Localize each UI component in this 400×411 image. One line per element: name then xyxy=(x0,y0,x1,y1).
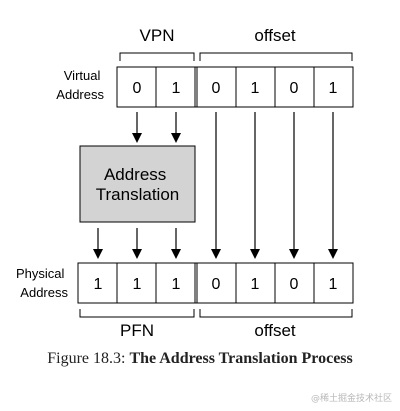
vpn-label: VPN xyxy=(140,26,175,45)
physical-bit: 1 xyxy=(251,276,260,293)
offset-top-bracket xyxy=(199,52,353,61)
offset-bottom-label: offset xyxy=(254,321,296,340)
physical-bit: 1 xyxy=(172,276,181,293)
virtual-address-row: 0 1 0 1 0 1 xyxy=(116,66,354,108)
physical-bit: 0 xyxy=(290,276,299,293)
virtual-bit: 1 xyxy=(251,80,260,97)
physical-bit: 1 xyxy=(94,276,103,293)
physical-bit: 1 xyxy=(329,276,338,293)
offset-bottom-bracket xyxy=(199,309,353,318)
virtual-address-label: Virtual Address xyxy=(56,68,104,102)
virtual-bit: 0 xyxy=(290,80,299,97)
address-translation-box xyxy=(79,145,196,223)
virtual-bit: 0 xyxy=(133,80,142,97)
virtual-bit: 1 xyxy=(172,80,181,97)
caption-title: The Address Translation Process xyxy=(129,350,353,367)
virtual-bit: 1 xyxy=(329,80,338,97)
offset-top-label: offset xyxy=(254,26,296,45)
pfn-label: PFN xyxy=(120,321,154,340)
vpn-bracket xyxy=(119,52,195,61)
physical-bit: 1 xyxy=(133,276,142,293)
physical-bit: 0 xyxy=(212,276,221,293)
address-translation-label: Address Translation xyxy=(96,165,179,204)
figure-caption: Figure 18.3: The Address Translation Pro… xyxy=(0,350,400,368)
physical-address-label: Physical Address xyxy=(16,266,69,300)
caption-prefix: Figure 18.3: xyxy=(47,350,126,367)
virtual-bit: 0 xyxy=(212,80,221,97)
physical-address-row: 1 1 1 0 1 0 1 xyxy=(77,262,354,304)
pfn-bracket xyxy=(79,309,195,318)
watermark-text: @稀土掘金技术社区 xyxy=(310,394,392,404)
